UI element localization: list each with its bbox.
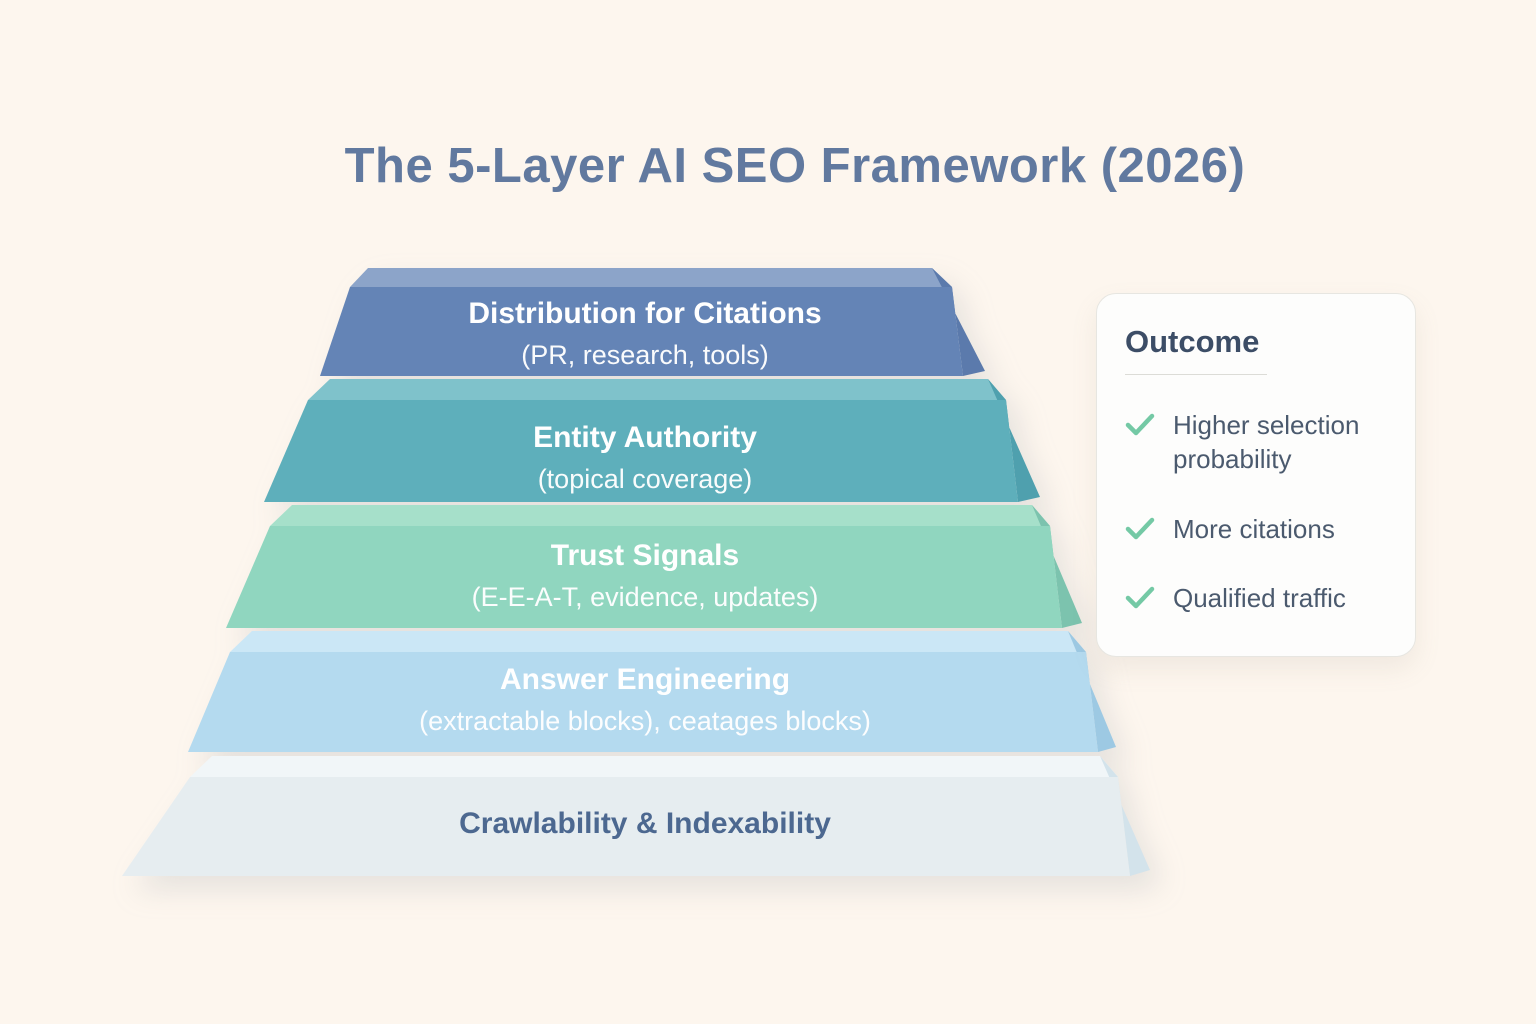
outcome-item: More citations	[1125, 513, 1387, 547]
pyramid-layer-3-side-bevel	[1032, 505, 1082, 628]
pyramid-layer-1-front	[320, 287, 963, 376]
pyramid-layer-1-top-bevel	[350, 268, 952, 287]
pyramid-layer-4-top-bevel	[230, 631, 1086, 652]
pyramid-layer-2-front	[264, 400, 1018, 502]
pyramid-layer-4-front	[188, 652, 1098, 752]
layer-2-subtitle: (topical coverage)	[537, 464, 753, 494]
check-icon	[1125, 517, 1155, 539]
pyramid-layer-3	[226, 505, 1082, 628]
layer-1-subtitle: (PR, research, tools)	[521, 340, 769, 370]
layer-3-subtitle: (E-E-A-T, evidence, updates)	[471, 582, 819, 612]
check-icon	[1125, 413, 1155, 436]
pyramid-layer-2-side-bevel	[988, 379, 1040, 502]
layer-4-label: Answer Engineering (extractable blocks),…	[345, 662, 945, 737]
pyramid-layer-3-front	[226, 526, 1062, 628]
pyramid-layer-4-side-bevel	[1068, 631, 1116, 752]
outcome-item-label: Higher selection probability	[1173, 410, 1360, 474]
pyramid-layer-5	[122, 756, 1150, 876]
layer-5-label: Crawlability & Indexability	[345, 806, 945, 842]
outcome-heading: Outcome	[1125, 324, 1260, 359]
outcome-item-label: Qualified traffic	[1173, 583, 1346, 614]
outcome-card: Outcome Higher selection probability Mor…	[1096, 293, 1416, 657]
layer-3-title: Trust Signals	[550, 539, 740, 572]
page-title: The 5-Layer AI SEO Framework (2026)	[344, 139, 1246, 193]
outcome-list: Higher selection probability More citati…	[1125, 409, 1387, 616]
layer-3-label: Trust Signals (E-E-A-T, evidence, update…	[345, 538, 945, 613]
layer-4-subtitle: (extractable blocks), ceatages blocks)	[419, 706, 871, 736]
pyramid-layer-2-top-bevel	[308, 379, 1006, 400]
layer-1-label: Distribution for Citations (PR, research…	[345, 296, 945, 371]
check-icon	[1125, 587, 1155, 609]
pyramid-layer-5-side-bevel	[1100, 756, 1150, 876]
layer-2-title: Entity Authority	[533, 421, 757, 454]
pyramid-layer-4	[188, 631, 1116, 752]
layer-2-label: Entity Authority (topical coverage)	[345, 420, 945, 495]
outcome-item: Higher selection probability	[1125, 409, 1387, 477]
layer-4-title: Answer Engineering	[499, 663, 791, 696]
outcome-divider	[1125, 374, 1267, 375]
pyramid-layer-1-side-bevel	[932, 268, 985, 376]
layer-1-title: Distribution for Citations	[468, 297, 822, 330]
pyramid-layer-1	[320, 268, 985, 376]
outcome-item: Qualified traffic	[1125, 582, 1387, 616]
layer-5-title: Crawlability & Indexability	[459, 807, 831, 840]
outcome-item-label: More citations	[1173, 513, 1335, 544]
pyramid-layer-2	[264, 379, 1040, 502]
pyramid-layer-3-top-bevel	[270, 505, 1050, 526]
pyramid-layer-5-top-bevel	[190, 756, 1118, 777]
pyramid-layer-5-front	[122, 777, 1130, 876]
